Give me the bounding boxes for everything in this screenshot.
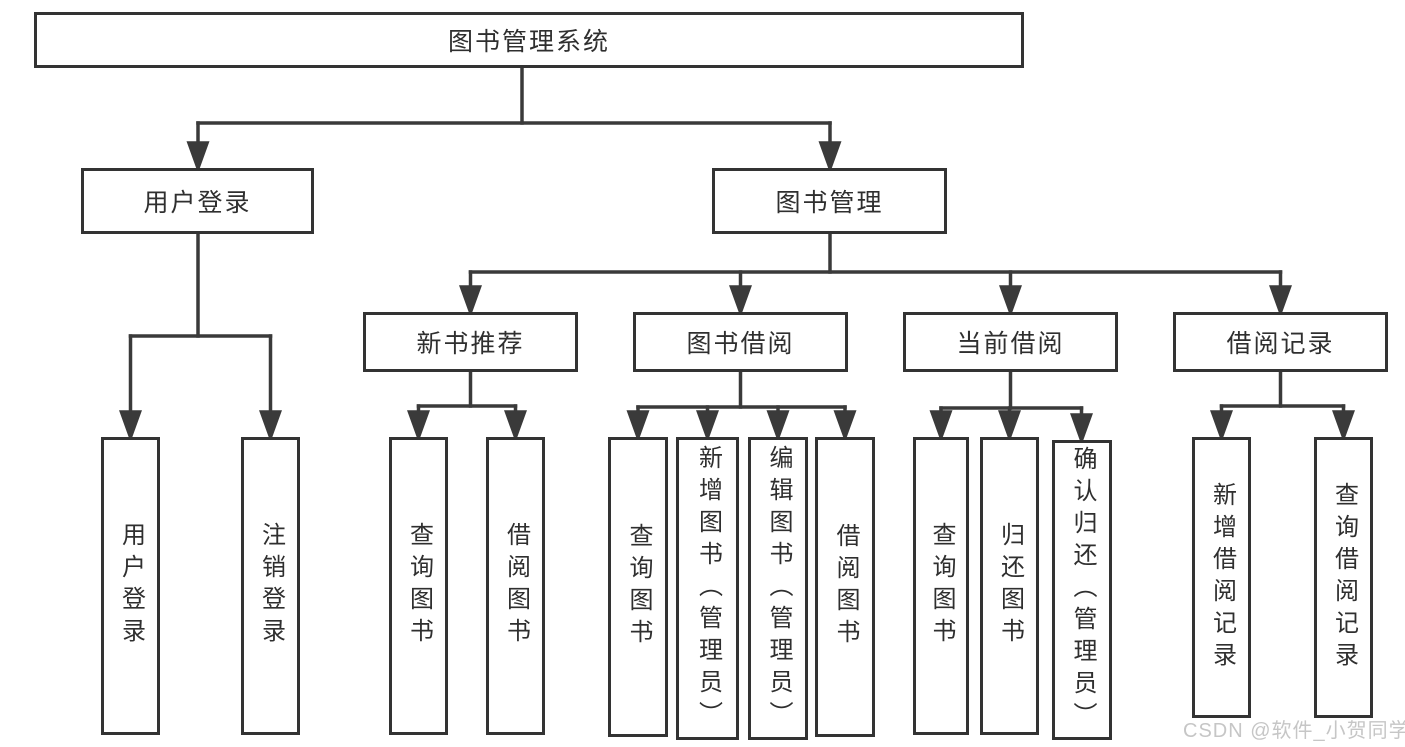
node-b1: 查询图书 [608, 437, 668, 737]
node-b4: 借阅图书 [815, 437, 875, 737]
node-c1: 查询图书 [913, 437, 969, 735]
node-label: 查询借阅记录 [1330, 481, 1358, 674]
node-label: 借阅图书 [502, 522, 530, 650]
node-d1: 新增借阅记录 [1192, 437, 1251, 718]
node-label: 新增图书（管理员） [694, 444, 722, 733]
node-label: 用户登录 [143, 189, 252, 217]
node-label: 查询图书 [625, 523, 652, 651]
node-label: 当前借阅 [956, 330, 1065, 358]
node-borrow: 图书借阅 [633, 312, 848, 372]
node-label: 图书管理系统 [447, 28, 610, 56]
node-rec: 新书推荐 [363, 312, 578, 372]
node-c2: 归还图书 [980, 437, 1039, 735]
node-u2: 注销登录 [241, 437, 300, 735]
node-label: 用户登录 [117, 522, 145, 650]
node-label: 归还图书 [996, 522, 1024, 650]
node-b2: 新增图书（管理员） [676, 437, 739, 740]
node-label: 借阅记录 [1226, 330, 1335, 358]
node-label: 借阅图书 [832, 523, 859, 651]
node-label: 图书借阅 [686, 330, 795, 358]
node-label: 图书管理 [775, 189, 884, 217]
node-r2: 借阅图书 [486, 437, 545, 735]
node-c3: 确认归还（管理员） [1052, 440, 1112, 740]
node-label: 注销登录 [257, 522, 285, 650]
node-r1: 查询图书 [389, 437, 448, 735]
node-label: 编辑图书（管理员） [765, 444, 792, 733]
node-record: 借阅记录 [1173, 312, 1388, 372]
node-label: 查询图书 [405, 522, 433, 650]
node-d2: 查询借阅记录 [1314, 437, 1373, 718]
node-label: 确认归还（管理员） [1069, 446, 1096, 734]
node-root: 图书管理系统 [34, 12, 1024, 68]
node-login: 用户登录 [81, 168, 314, 234]
csdn-watermark: CSDN @软件_小贺同学 [1183, 720, 1405, 742]
node-label: 新增借阅记录 [1208, 481, 1236, 674]
node-label: 查询图书 [928, 522, 955, 650]
node-u1: 用户登录 [101, 437, 160, 735]
node-label: 新书推荐 [416, 330, 525, 358]
node-current: 当前借阅 [903, 312, 1118, 372]
node-mgmt: 图书管理 [712, 168, 947, 234]
node-b3: 编辑图书（管理员） [748, 437, 808, 740]
